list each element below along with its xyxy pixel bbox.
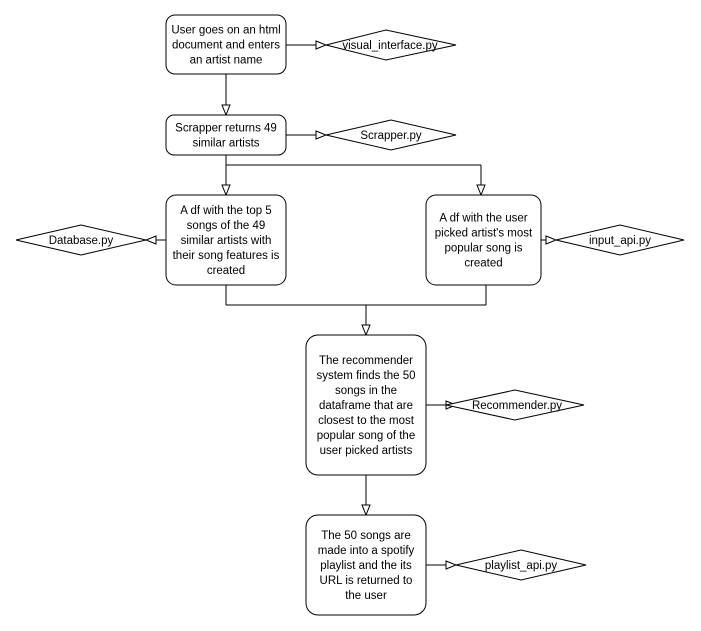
user-input-line: User goes on an html bbox=[171, 25, 280, 37]
scrapper-file-line: Scrapper.py bbox=[360, 130, 422, 142]
df-user-line: popular song is bbox=[445, 243, 523, 255]
recommender-step-line: dataframe that are bbox=[319, 400, 413, 412]
file-diamond-visual-interface: visual_interface.py bbox=[325, 29, 457, 61]
visual-interface-line: visual_interface.py bbox=[342, 40, 437, 52]
process-box-df-similar: A df with the top 5 songs of the 49 simila… bbox=[165, 194, 287, 286]
df-similar-line: similar artists with bbox=[181, 235, 272, 247]
user-input-line: an artist name bbox=[190, 55, 263, 67]
file-diamond-recommender: Recommender.py bbox=[445, 389, 585, 421]
file-label-recommender: Recommender.py bbox=[472, 400, 562, 412]
process-text-user-input: User goes on an html document and enters a… bbox=[171, 25, 280, 67]
process-text-recommender: The recommender system finds the 50 songs … bbox=[316, 355, 415, 457]
process-box-user-input: User goes on an html document and enters a… bbox=[165, 14, 287, 75]
recommender-step-line: system finds the 50 bbox=[316, 370, 415, 382]
df-similar-line: songs of the 49 bbox=[187, 220, 266, 232]
recommender-step-line: closest to the most bbox=[318, 415, 415, 427]
scrapper-step-line: Scrapper returns 49 bbox=[175, 123, 277, 135]
playlist-step-line: playlist and the its bbox=[320, 560, 412, 572]
process-box-df-user: A df with the user picked artist's most po… bbox=[425, 194, 542, 286]
file-label-scrapper: Scrapper.py bbox=[360, 130, 422, 142]
df-similar-line: A df with the top 5 bbox=[180, 205, 271, 217]
recommender-step-line: songs in the bbox=[335, 385, 397, 397]
process-text-df-similar: A df with the top 5 songs of the 49 simila… bbox=[173, 205, 280, 277]
file-diamond-playlist-api: playlist_api.py bbox=[455, 549, 587, 581]
recommender-step-line: popular song of the bbox=[317, 430, 415, 442]
df-similar-line: created bbox=[207, 265, 245, 277]
process-box-scrapper: Scrapper returns 49 similar artists bbox=[165, 114, 287, 156]
df-user-line: picked artist's most bbox=[435, 228, 533, 240]
df-user-line: A df with the user bbox=[439, 213, 527, 225]
process-text-df-user: A df with the user picked artist's most po… bbox=[435, 213, 533, 270]
file-diamond-input-api: input_api.py bbox=[555, 224, 685, 256]
playlist-file-line: playlist_api.py bbox=[485, 560, 557, 572]
df-user-line: created bbox=[464, 258, 502, 270]
playlist-step-line: the user bbox=[345, 590, 387, 602]
recommender-step-line: user picked artists bbox=[320, 445, 413, 457]
file-label-database: Database.py bbox=[49, 235, 114, 247]
user-input-line: document and enters bbox=[172, 40, 280, 52]
scrapper-step-line: similar artists bbox=[192, 138, 259, 150]
file-label-playlist-api: playlist_api.py bbox=[485, 560, 557, 572]
process-box-recommender: The recommender system finds the 50 songs … bbox=[305, 334, 427, 476]
process-text-playlist: The 50 songs are made into a spotify playl… bbox=[318, 530, 415, 602]
file-diamond-database: Database.py bbox=[15, 224, 147, 256]
playlist-step-line: The 50 songs are bbox=[321, 530, 411, 542]
database-file-line: Database.py bbox=[49, 235, 114, 247]
recommender-step-line: The recommender bbox=[319, 355, 413, 367]
df-similar-line: their song features is bbox=[173, 250, 280, 262]
recommender-file-line: Recommender.py bbox=[472, 400, 562, 412]
file-diamond-scrapper: Scrapper.py bbox=[325, 119, 457, 151]
file-label-input-api: input_api.py bbox=[589, 235, 651, 247]
process-text-scrapper: Scrapper returns 49 similar artists bbox=[175, 123, 277, 150]
playlist-step-line: URL is returned to bbox=[320, 575, 413, 587]
playlist-step-line: made into a spotify bbox=[318, 545, 415, 557]
process-box-playlist: The 50 songs are made into a spotify playl… bbox=[305, 514, 427, 616]
file-label-visual-interface: visual_interface.py bbox=[342, 40, 437, 52]
input-api-file-line: input_api.py bbox=[589, 235, 651, 247]
